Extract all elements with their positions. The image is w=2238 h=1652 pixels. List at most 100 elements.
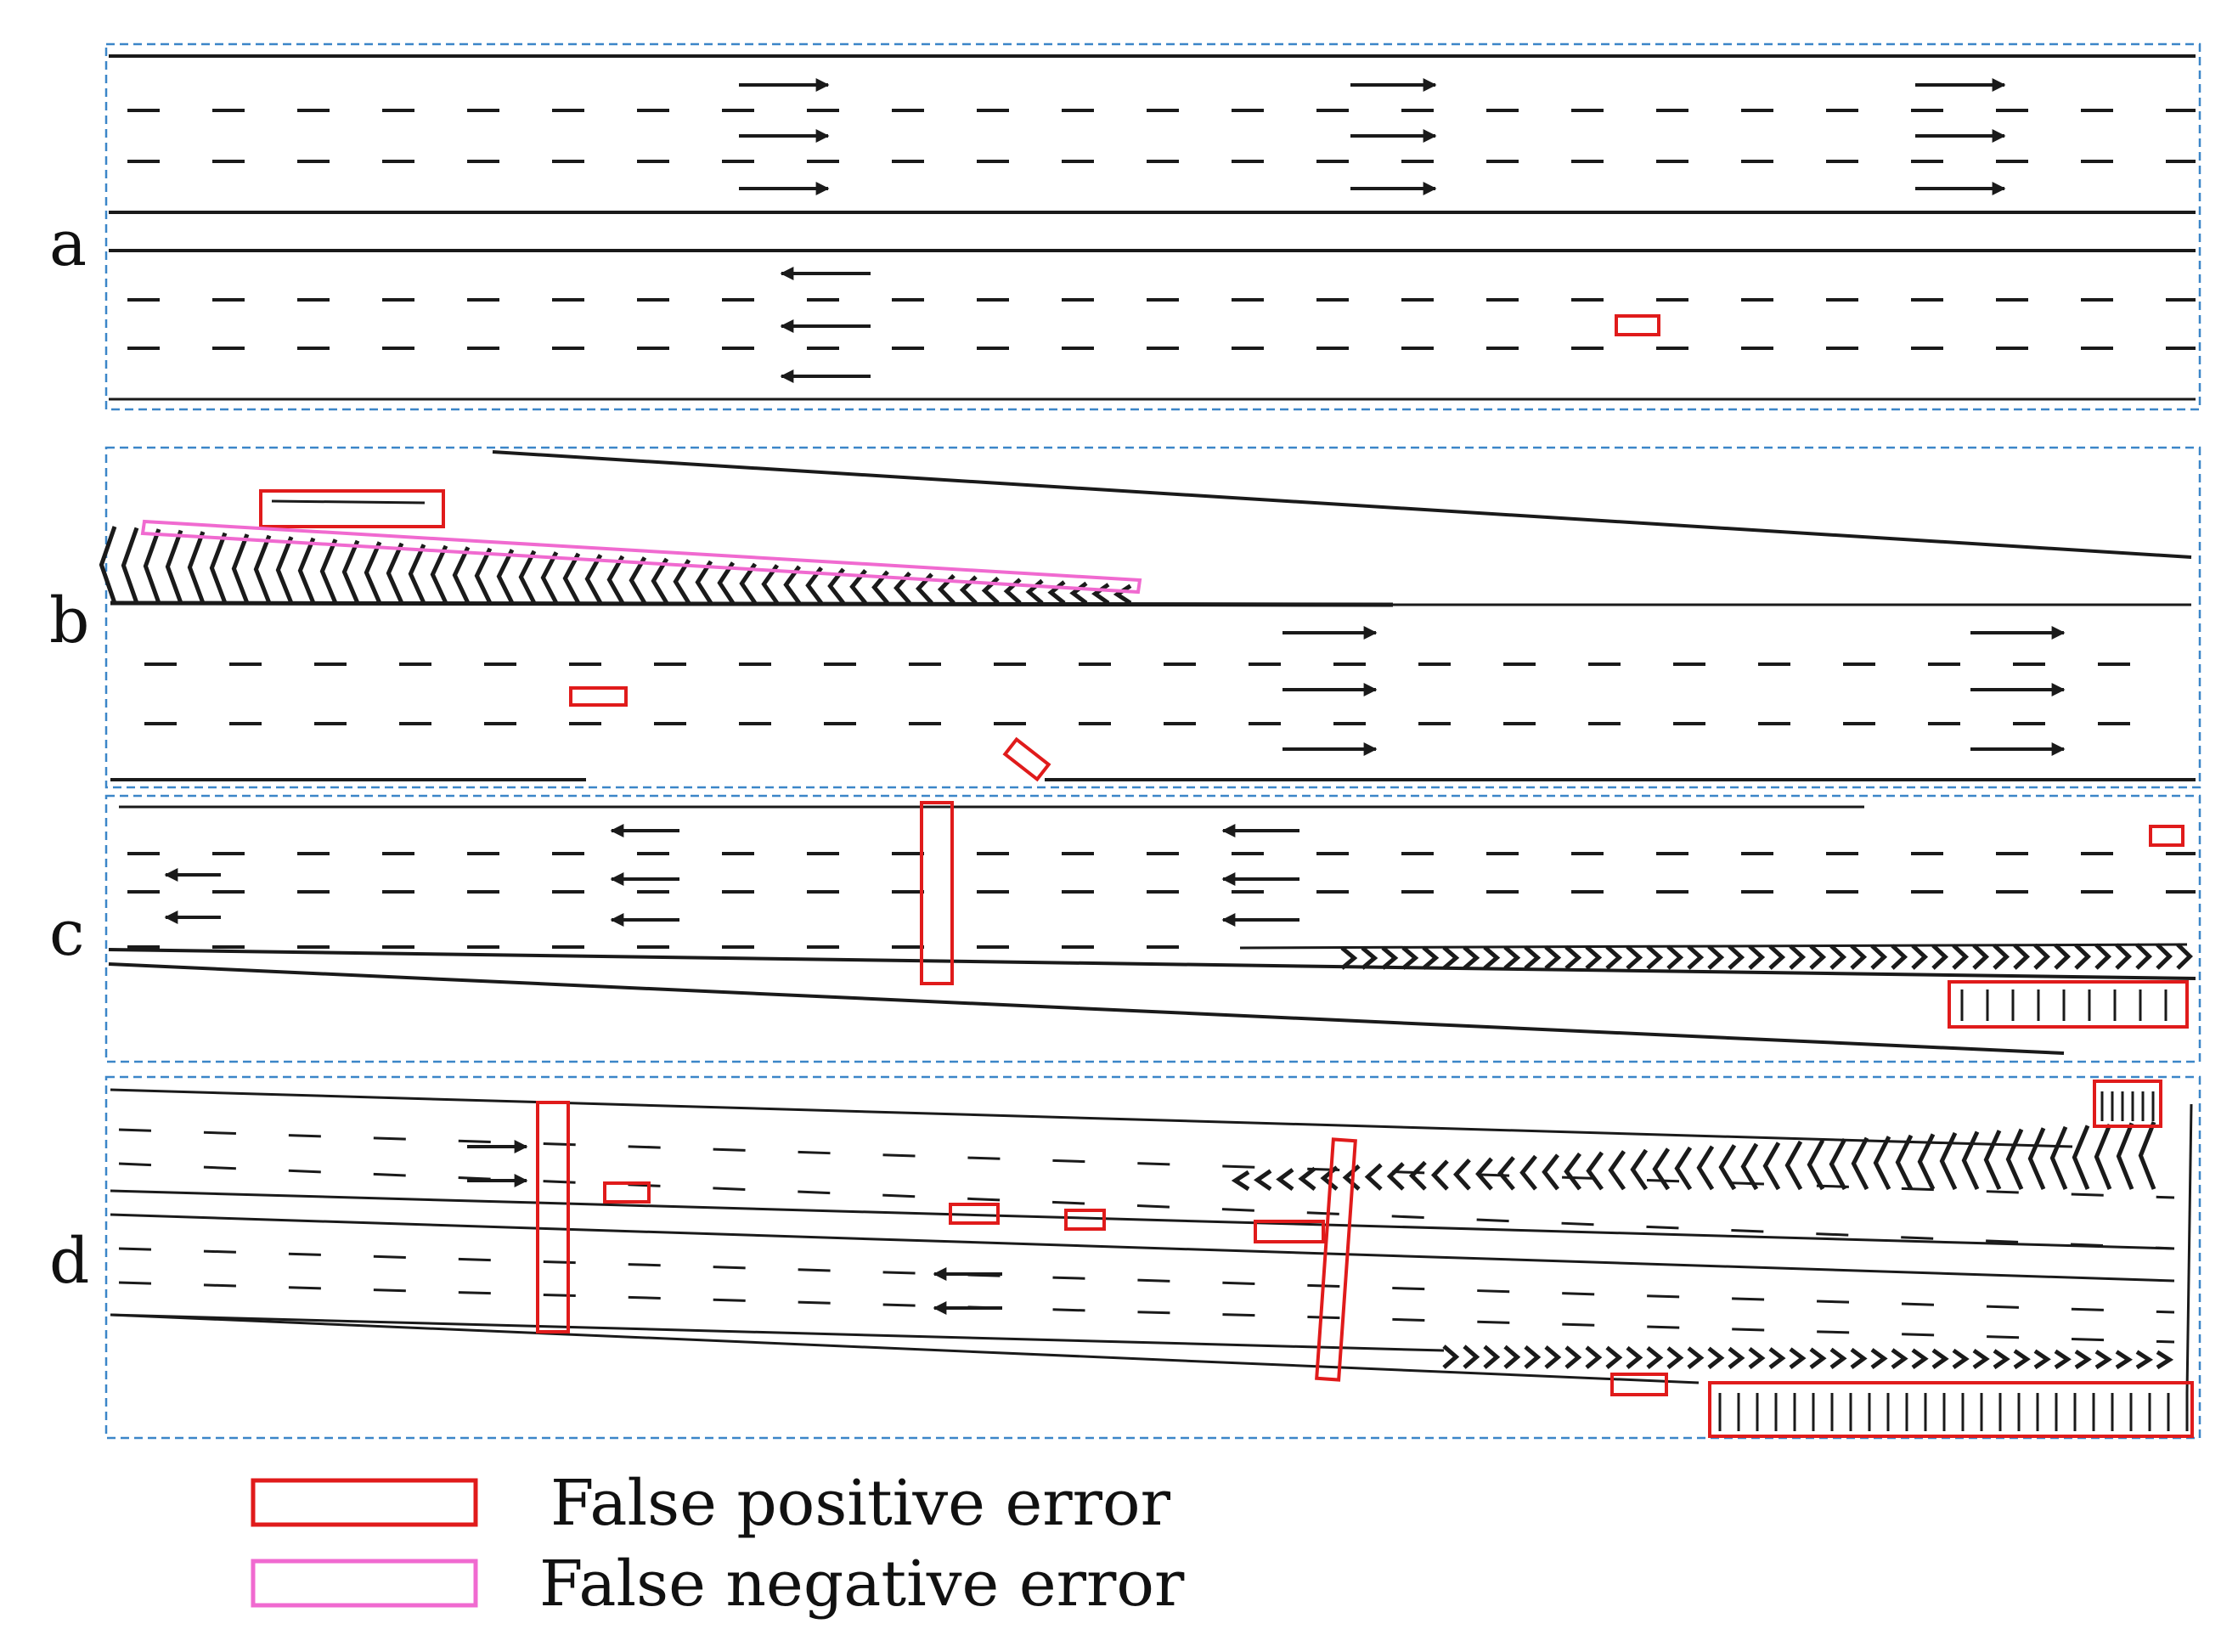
- chevron-mark: [2049, 1125, 2068, 1190]
- fp-box: [1315, 1137, 1357, 1382]
- chevron-mark: [1253, 1169, 1272, 1192]
- chevron-mark: [2005, 1128, 2024, 1191]
- road-edge-line: [110, 1088, 2073, 1148]
- chevron-mark: [1952, 944, 1970, 970]
- chevron-mark: [1829, 1138, 1847, 1191]
- chevron-mark: [629, 556, 647, 605]
- chevron-mark: [2013, 1349, 2031, 1370]
- chevron-mark: [1972, 944, 1990, 970]
- chevron-mark: [1340, 946, 1358, 970]
- lane-edge-line: [110, 600, 1394, 607]
- false-positive-boxes: [259, 314, 2194, 1438]
- chevron-mark: [364, 541, 382, 604]
- road-edge-line: [110, 1313, 1700, 1384]
- chevron-mark: [297, 537, 316, 604]
- chevron-mark: [452, 546, 471, 605]
- panel-c-frame: [104, 794, 2201, 1063]
- chevron-mark: [1047, 580, 1066, 605]
- chevron-mark: [253, 534, 272, 604]
- chevron-mark: [1519, 1154, 1537, 1191]
- chevron-mark: [1789, 1347, 1807, 1369]
- chevron-mark: [1762, 1142, 1781, 1191]
- chevron-mark: [1983, 1130, 2002, 1191]
- chevron-mark: [2027, 1127, 2046, 1190]
- chevron-mark: [1626, 1345, 1643, 1369]
- chevron-mark: [1442, 1345, 1460, 1369]
- lane-edge-line: [110, 1189, 2175, 1250]
- chevron-mark: [2176, 943, 2193, 970]
- panel-c-lane-markings: [108, 805, 2196, 1055]
- chevron-mark: [1666, 944, 1684, 970]
- chevron-mark: [1873, 1136, 1891, 1191]
- chevron-mark: [673, 559, 691, 605]
- chevron-mark: [2033, 1349, 2051, 1370]
- chevron-mark: [1646, 944, 1664, 970]
- chevron-mark: [408, 544, 426, 605]
- panel-a-lane-markings: [109, 54, 2196, 401]
- chevron-mark: [695, 560, 713, 605]
- chevron-mark: [1069, 581, 1088, 606]
- lane-edge-line: [1239, 943, 2188, 950]
- panel-a-frame: [104, 42, 2201, 411]
- chevron-mark: [1768, 944, 1786, 970]
- chevron-mark: [341, 539, 360, 604]
- chevron-mark: [1674, 1146, 1693, 1191]
- chevron-mark: [2054, 943, 2072, 970]
- chevron-mark: [1911, 1348, 1929, 1370]
- chevron-mark: [540, 551, 559, 605]
- chevron-mark: [1544, 1345, 1562, 1369]
- fp-box: [1610, 1373, 1668, 1396]
- chevron-mark: [2074, 943, 2092, 970]
- chevron-mark: [1748, 944, 1766, 970]
- legend-false-negative-swatch: [251, 1559, 478, 1608]
- chevron-mark: [2013, 943, 2031, 970]
- chevron-mark: [1408, 1160, 1427, 1191]
- chevron-mark: [1564, 945, 1582, 970]
- chevron-mark: [1564, 1345, 1582, 1369]
- panel-b-lane-markings: [99, 450, 2196, 781]
- chevron-mark: [1585, 1345, 1603, 1369]
- chevron-mark: [1231, 1170, 1250, 1192]
- legend-false-negative-label: False negative error: [539, 1548, 1185, 1621]
- chevron-mark: [2116, 1122, 2134, 1190]
- chevron-mark: [1503, 1345, 1521, 1369]
- chevron-mark: [1483, 945, 1501, 970]
- chevron-mark: [1784, 1140, 1803, 1191]
- chevron-mark: [1483, 1345, 1501, 1369]
- lane-edge-line: [108, 948, 2196, 980]
- chevron-mark: [2094, 1350, 2112, 1370]
- chevron-mark: [1961, 1130, 1980, 1191]
- chevron-mark: [496, 549, 515, 605]
- chevron-mark: [1891, 944, 1908, 970]
- chevron-mark: [430, 544, 448, 605]
- chevron-mark: [2094, 943, 2112, 970]
- chevron-mark: [1931, 1348, 1949, 1370]
- chevron-mark: [651, 557, 669, 605]
- lane-fragment: [271, 499, 426, 505]
- chevron-mark: [1891, 1348, 1908, 1370]
- chevron-mark: [1707, 944, 1725, 970]
- chevron-mark: [1442, 945, 1460, 970]
- chevron-mark: [1630, 1148, 1649, 1191]
- lane-dashed-line: [118, 1128, 2175, 1199]
- chevron-mark: [562, 552, 581, 605]
- chevron-mark: [1748, 1346, 1766, 1369]
- chevron-mark: [165, 529, 183, 604]
- chevron-mark: [1850, 944, 1868, 970]
- chevron-mark: [2115, 943, 2133, 970]
- chevron-mark: [2094, 1123, 2112, 1190]
- fp-box: [259, 489, 445, 528]
- fp-box: [1948, 980, 2189, 1029]
- fp-box: [1708, 1381, 2194, 1438]
- chevron-mark: [2033, 943, 2051, 970]
- fp-box: [1002, 736, 1051, 782]
- chevron-mark: [187, 531, 206, 604]
- chevron-mark: [1463, 945, 1480, 970]
- panel-d-lane-markings: [110, 1088, 2193, 1431]
- chevron-mark: [1564, 1152, 1581, 1191]
- fn-box: [140, 519, 1142, 595]
- panel-a-label: a: [49, 207, 87, 280]
- chevron-mark: [2054, 1349, 2072, 1370]
- chevron-mark: [1475, 1157, 1493, 1191]
